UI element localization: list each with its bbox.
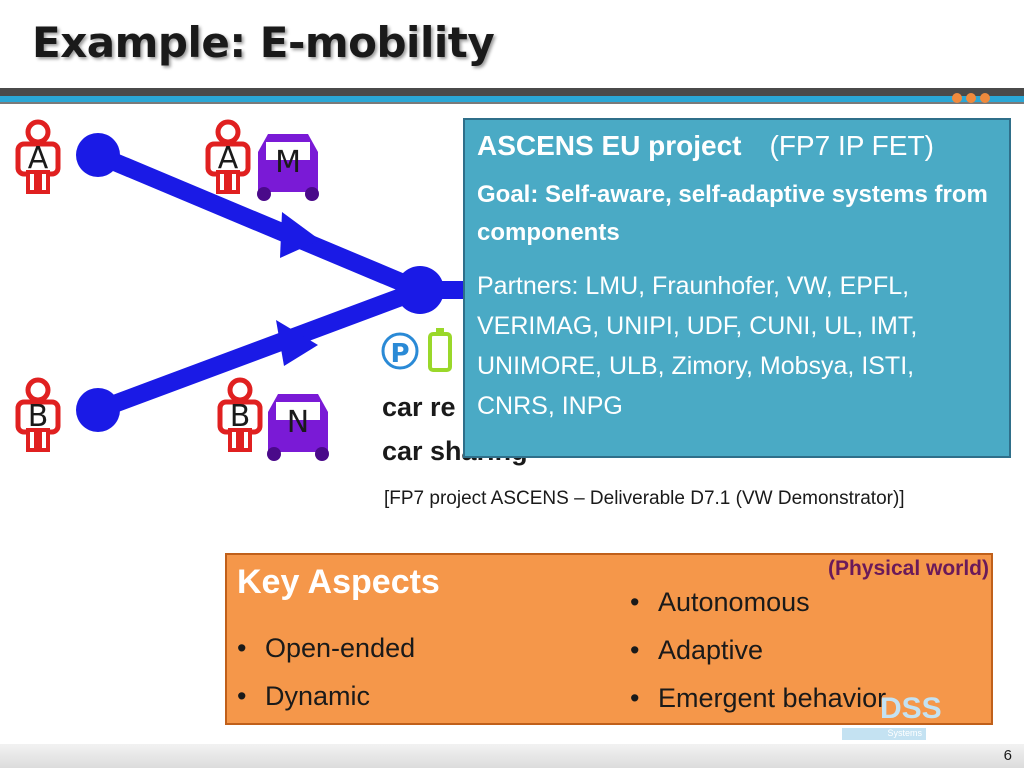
route-b (94, 281, 424, 419)
list-item: Emergent behavior (620, 683, 886, 731)
car-text-line1: car re (382, 392, 456, 422)
route-arrow-icon (280, 212, 320, 258)
logo: DSS (880, 692, 942, 725)
header-bar-blue (0, 96, 1024, 102)
header-bar-gray (0, 102, 1024, 104)
slide-title: Example: E-mobility (32, 18, 495, 67)
mobility-diagram: A A B B M N P (15, 119, 470, 461)
reference-citation: [FP7 project ASCENS – Deliverable D7.1 (… (384, 488, 905, 509)
list-item: Dynamic (227, 681, 415, 729)
route-arrow-icon (276, 320, 318, 366)
person-icon: B (15, 377, 61, 452)
node-start-a (76, 133, 120, 177)
dot-icon (966, 93, 976, 103)
key-aspects-list-left: Open-ended Dynamic (227, 633, 415, 729)
key-aspects-list-right: Autonomous Adaptive Emergent behavior (620, 587, 886, 731)
decorative-dots (952, 90, 994, 108)
key-aspects-box: Key Aspects (Physical world) Open-ended … (225, 553, 993, 725)
list-item: Adaptive (620, 635, 886, 683)
project-info-box: ASCENS EU project (FP7 IP FET) Goal: Self… (463, 118, 1011, 458)
battery-icon (428, 328, 452, 372)
project-title: ASCENS EU project (477, 130, 742, 161)
parking-label: P (390, 339, 409, 369)
person-label: A (218, 141, 239, 176)
person-label: A (28, 141, 49, 176)
car-label: N (287, 405, 309, 440)
person-icon: A (205, 119, 251, 194)
parking-icon: P (381, 332, 419, 370)
project-subtitle: (FP7 IP FET) (769, 130, 934, 161)
dot-icon (980, 93, 990, 103)
key-aspects-title: Key Aspects (237, 563, 440, 601)
physical-world-label: (Physical world) (827, 557, 989, 580)
node-merge (396, 266, 444, 314)
person-icon: B (217, 377, 263, 452)
car-icon: N (267, 394, 329, 461)
node-start-b (76, 388, 120, 432)
project-partners: Partners: LMU, Fraunhofer, VW, EPFL, VER… (477, 272, 918, 420)
logo-subtext: Systems (842, 728, 926, 740)
car-icon: M (257, 134, 319, 201)
header-bar-dark (0, 88, 1024, 96)
person-icon: A (15, 119, 61, 194)
person-label: B (28, 399, 49, 434)
car-label: M (275, 145, 301, 180)
person-label: B (230, 399, 251, 434)
list-item: Autonomous (620, 587, 886, 635)
dot-icon (952, 93, 962, 103)
footer-bar (0, 744, 1024, 768)
route-a (94, 146, 424, 299)
page-number: 6 (1003, 747, 1012, 764)
project-goal: Goal: Self-aware, self-adaptive systems … (477, 181, 988, 246)
list-item: Open-ended (227, 633, 415, 681)
